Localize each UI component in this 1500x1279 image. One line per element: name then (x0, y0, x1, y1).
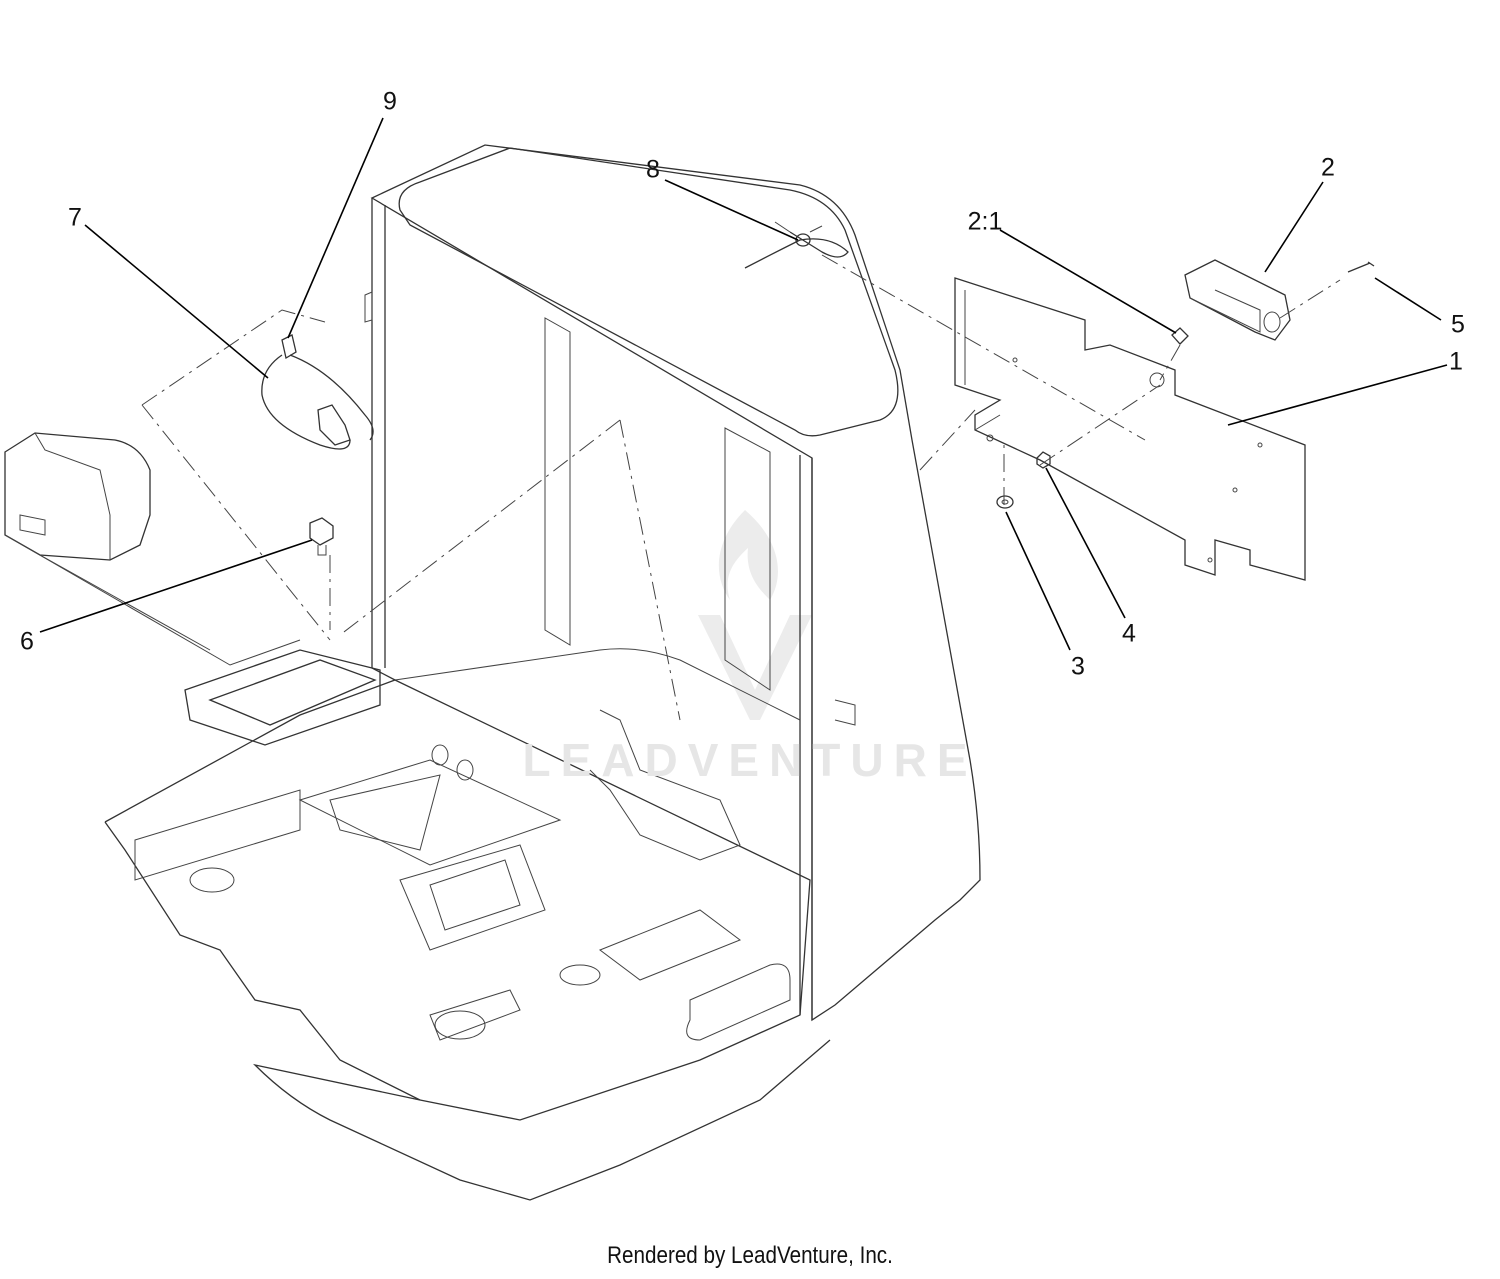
sensor-module (1184, 259, 1291, 341)
callout-9: 9 (383, 87, 397, 116)
wire-harness (261, 354, 374, 450)
connector-part (281, 334, 297, 360)
mower-frame (104, 649, 831, 1201)
cable-part (744, 221, 849, 269)
mounting-bracket (954, 277, 1306, 581)
callout-leaders (39, 117, 1448, 651)
callout-6: 6 (20, 627, 34, 656)
callout-4: 4 (1122, 619, 1136, 648)
callout-3: 3 (1071, 652, 1085, 681)
cap-part (1171, 327, 1189, 345)
watermark-text: LEADVENTURE (522, 734, 978, 786)
callout-5: 5 (1451, 310, 1465, 339)
callout-2: 2 (1321, 153, 1335, 182)
washer-part (996, 495, 1014, 509)
callout-1: 1 (1449, 347, 1463, 376)
bolt-part (309, 517, 334, 556)
nut-part (1036, 451, 1051, 469)
assembly-guide-lines (141, 254, 1341, 721)
screw-part (1347, 261, 1375, 273)
callout-2-1: 2:1 (967, 207, 1003, 236)
callout-7: 7 (68, 203, 82, 232)
callout-8: 8 (646, 155, 660, 184)
footer-credit: Rendered by LeadVenture, Inc. (607, 1242, 893, 1269)
leadventure-watermark-logo (698, 510, 812, 720)
control-arm-housing (4, 432, 301, 666)
seat-housing-shell (364, 144, 981, 1022)
